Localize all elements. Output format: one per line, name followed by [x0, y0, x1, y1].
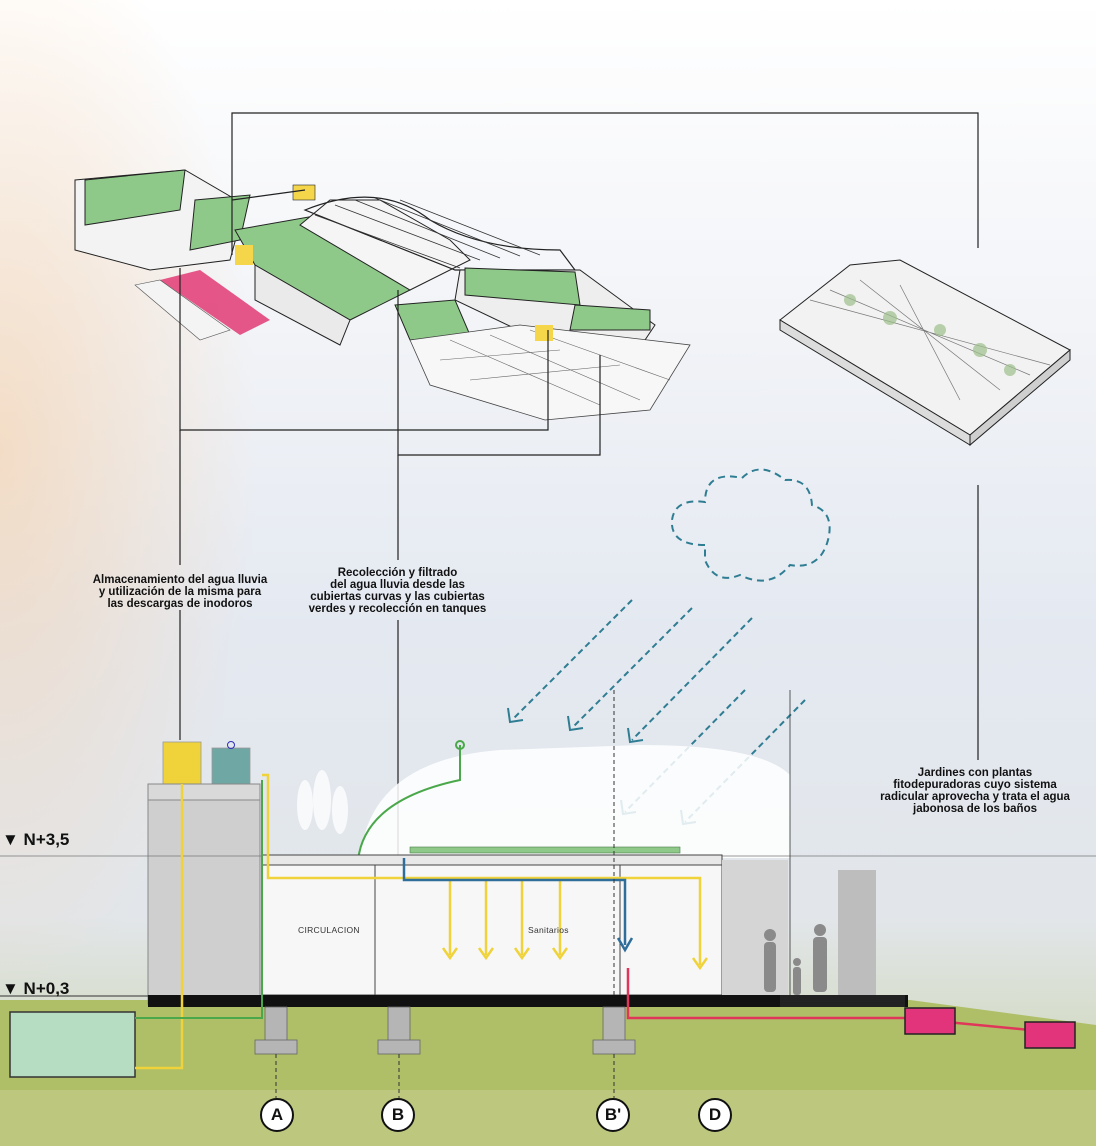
side-block — [838, 870, 876, 996]
clean-water-pipes — [135, 773, 702, 1070]
phyto-garden-tank — [1024, 1021, 1076, 1049]
water-tank-icon — [211, 747, 251, 785]
roof-slab — [261, 854, 723, 866]
service-tower — [147, 783, 261, 1005]
rain-cistern — [9, 1011, 136, 1078]
foundations — [254, 1006, 636, 1055]
rain-storage-label: Almacenamiento del agua lluvia y utiliza… — [92, 574, 268, 610]
axonometric-garden — [779, 259, 1071, 447]
phyto-garden-tank — [904, 1007, 956, 1035]
axis-b-prime: B' — [596, 1098, 630, 1132]
curved-roof — [360, 745, 790, 858]
ghost-figures — [297, 770, 348, 834]
rain-arrow-icon — [631, 617, 753, 741]
water-tank-icon — [162, 741, 202, 785]
blue-pipe — [402, 858, 627, 945]
room-restrooms-label: Sanitarios — [528, 925, 569, 935]
level-upper: ▼ N+3,5 — [2, 830, 70, 849]
leader-lines — [179, 112, 979, 855]
axis-lines — [275, 690, 615, 1098]
rain-arrow-icon — [571, 607, 693, 729]
axonometric-building — [74, 169, 691, 421]
rain-arrow-icon — [511, 599, 633, 721]
axis-b: B — [381, 1098, 415, 1132]
rain-cloud-icon — [670, 468, 831, 582]
green-drain-pipe — [135, 780, 263, 1019]
green-roof-strip — [409, 846, 681, 854]
room-circulation-label: CIRCULACION — [298, 925, 360, 935]
level-lower: ▼ N+0,3 — [2, 979, 70, 998]
clean-water-arrows — [441, 947, 709, 971]
axis-a: A — [260, 1098, 294, 1132]
people-silhouette-icon — [764, 924, 827, 995]
side-wall — [722, 860, 788, 996]
gardens-label: Jardines con plantas fitodepuradoras cuy… — [880, 767, 1070, 815]
ground-lower-shade — [0, 1090, 1096, 1146]
ground-slab — [148, 995, 908, 1007]
axis-d: D — [698, 1098, 732, 1132]
rain-collection-label: Recolección y filtrado del agua lluvia d… — [308, 567, 487, 615]
grey-water-pipe — [626, 968, 1031, 1032]
